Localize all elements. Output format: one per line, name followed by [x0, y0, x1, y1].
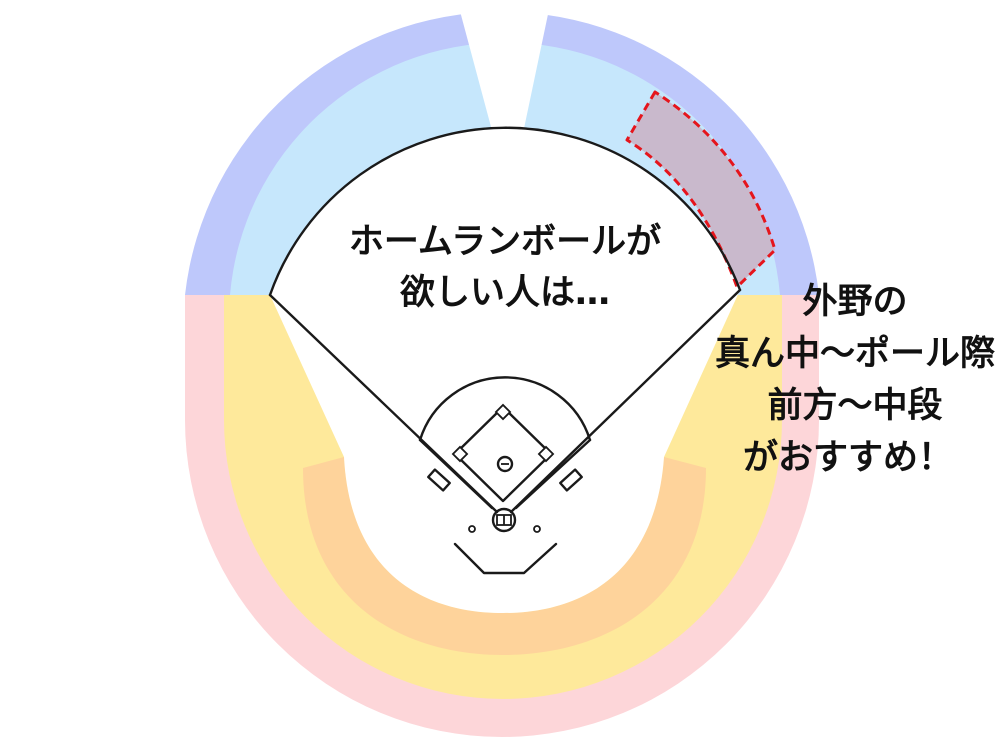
on-deck-circle-right — [533, 525, 541, 533]
infield-arc — [418, 376, 592, 442]
coaches-box-third — [427, 468, 451, 492]
third-base — [451, 445, 469, 463]
on-deck-circle-left — [468, 525, 476, 533]
recommendation-line2: 真ん中〜ポール際 — [715, 333, 995, 374]
field-ground — [270, 127, 740, 613]
recommendation-line1: 外野の — [802, 282, 907, 322]
second-base — [494, 403, 512, 421]
coaches-box-first — [559, 468, 583, 492]
outfield-fence — [268, 126, 742, 297]
base-diamond — [453, 405, 553, 503]
pitchers-mound — [496, 455, 514, 473]
recommendation-line3: 前方〜中段 — [767, 385, 942, 426]
highlight-zone — [625, 90, 777, 289]
infield-edge-right — [514, 438, 592, 510]
infield-edge-left — [418, 438, 494, 510]
backstop — [453, 542, 558, 575]
field-lines — [268, 126, 742, 575]
center-caption-line1: ホームランボールが — [349, 222, 661, 262]
recommendation-line4: がおすすめ！ — [743, 438, 953, 478]
home-plate-circle — [491, 507, 517, 533]
center-stand-gap — [457, 0, 551, 138]
foul-line-right — [509, 288, 742, 514]
infield-stand-band — [303, 457, 706, 655]
first-base — [537, 445, 555, 463]
center-caption-line2: 欲しい人は… — [399, 273, 610, 313]
